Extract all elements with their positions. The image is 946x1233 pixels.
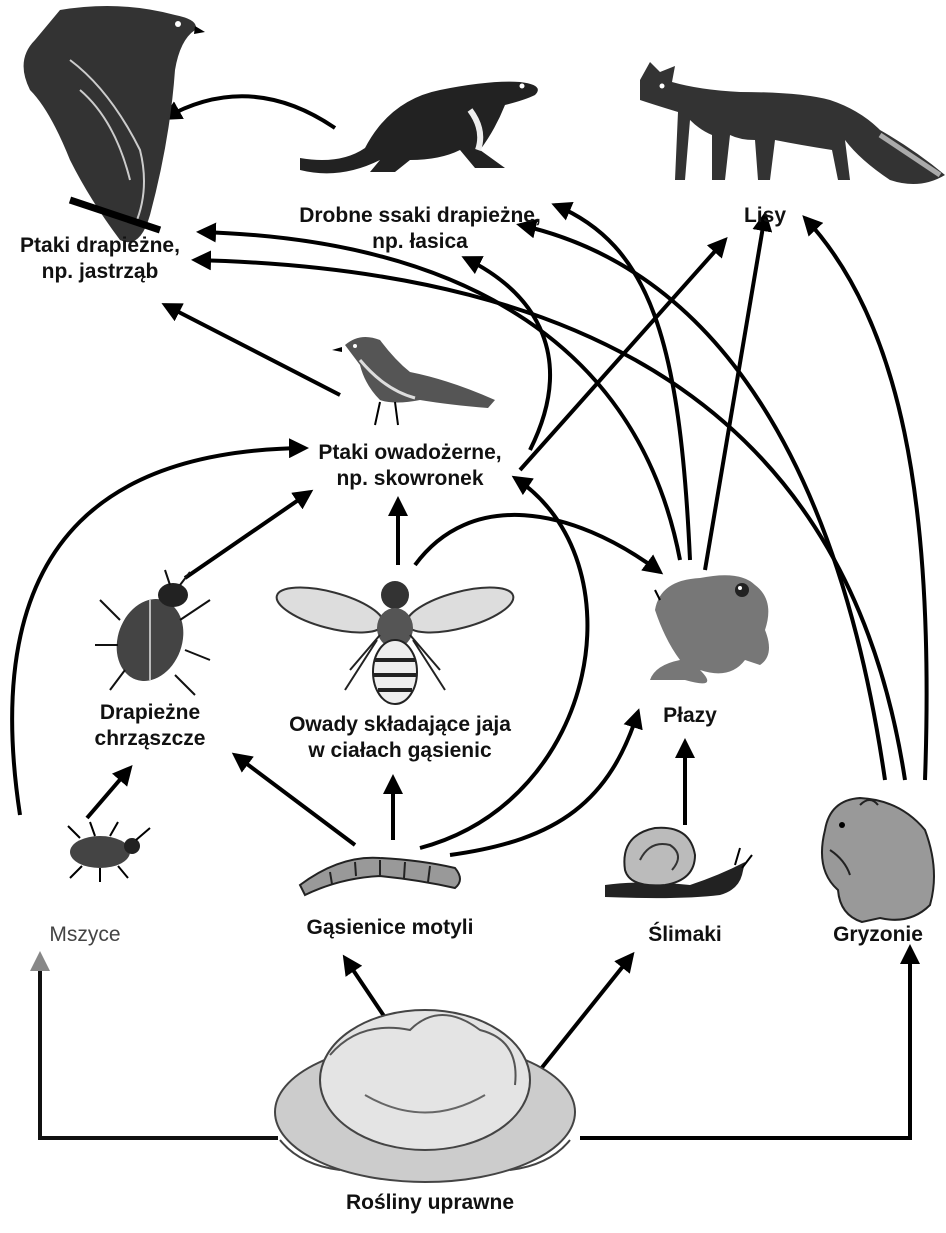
label-line: np. jastrząb [5, 259, 195, 285]
arrow-aphid-to-beetle [87, 768, 130, 818]
label-aphids: Mszyce [25, 922, 145, 948]
label-line: Owady składające jaja [280, 712, 520, 738]
frog-icon [650, 575, 769, 683]
label-foxes: Lisy [725, 203, 805, 229]
arrow-lark-to-weasel [465, 258, 550, 450]
wasp-icon [272, 578, 518, 704]
label-birds-of-prey: Ptaki drapieżne, np. jastrząb [5, 233, 195, 285]
arrow-wasp-to-frog [415, 515, 660, 572]
label-parasitoid-insects: Owady składające jaja w ciałach gąsienic [280, 712, 520, 764]
arrow-crops-to-rodent [580, 948, 910, 1138]
cabbage-icon [275, 1010, 575, 1182]
label-line: np. skowronek [305, 466, 515, 492]
arrow-lark-to-hawk [165, 305, 340, 395]
arrow-lark-to-fox [520, 240, 725, 470]
label-rodents: Gryzonie [810, 922, 946, 948]
label-small-predators: Drobne ssaki drapieżne, np. łasica [285, 203, 555, 255]
label-line: Drapieżne [70, 700, 230, 726]
label-predatory-beetles: Drapieżne chrząszcze [70, 700, 230, 752]
snail-icon [605, 828, 752, 898]
weasel-icon [300, 82, 538, 174]
label-line: chrząszcze [70, 726, 230, 752]
hamster-icon [822, 798, 934, 922]
lark-icon [332, 337, 495, 425]
hawk-icon [24, 6, 205, 242]
label-snails: Ślimaki [625, 922, 745, 948]
arrow-crops-to-aphid [40, 955, 278, 1138]
label-caterpillars: Gąsienice motyli [280, 915, 500, 941]
aphid-icon [68, 822, 150, 882]
label-line: Drobne ssaki drapieżne, [285, 203, 555, 229]
arrow-rodent-to-fox [805, 218, 927, 780]
caterpillar-icon [300, 858, 460, 895]
arrow-weasel-to-hawk [165, 96, 335, 128]
label-line: np. łasica [285, 229, 555, 255]
label-line: Ptaki owadożerne, [305, 440, 515, 466]
arrow-beetle-to-lark [185, 492, 310, 578]
fox-icon [640, 62, 945, 184]
label-line: Ptaki drapieżne, [5, 233, 195, 259]
label-crops: Rośliny uprawne [330, 1190, 530, 1216]
arrow-caterpillar-to-beetle [235, 755, 355, 845]
arrow-crops-to-snail [540, 955, 632, 1070]
label-line: w ciałach gąsienic [280, 738, 520, 764]
label-amphibians: Płazy [650, 703, 730, 729]
label-insectivorous-birds: Ptaki owadożerne, np. skowronek [305, 440, 515, 492]
beetle-icon [95, 570, 210, 695]
